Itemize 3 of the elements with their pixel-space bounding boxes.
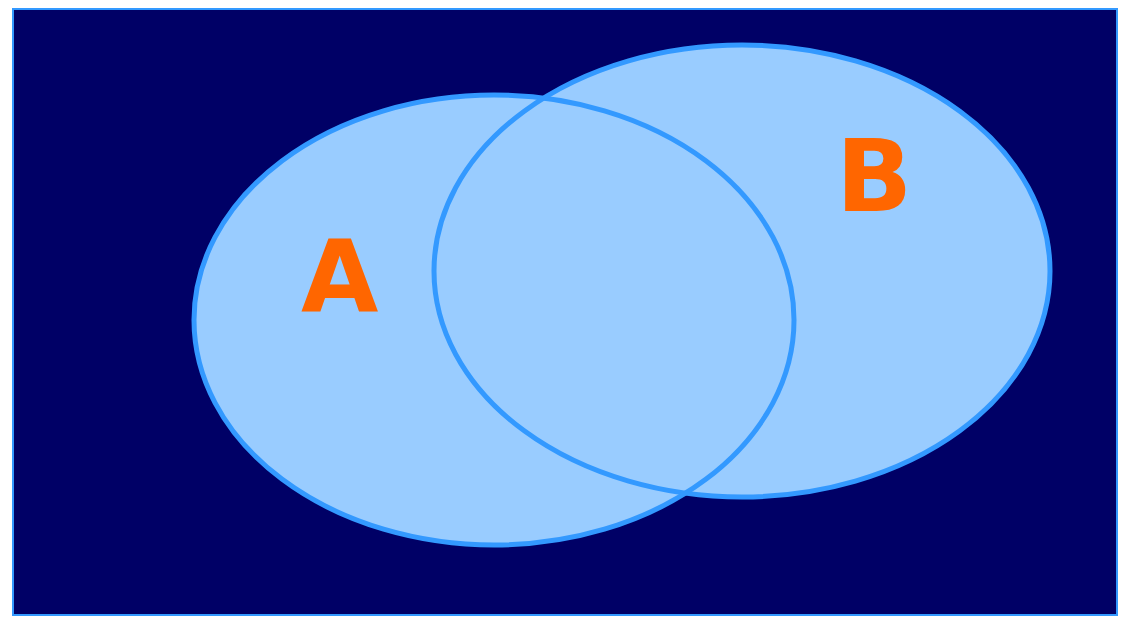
set-ellipse — [431, 42, 1053, 500]
set-label: A — [301, 227, 379, 327]
set-label: B — [836, 127, 913, 227]
